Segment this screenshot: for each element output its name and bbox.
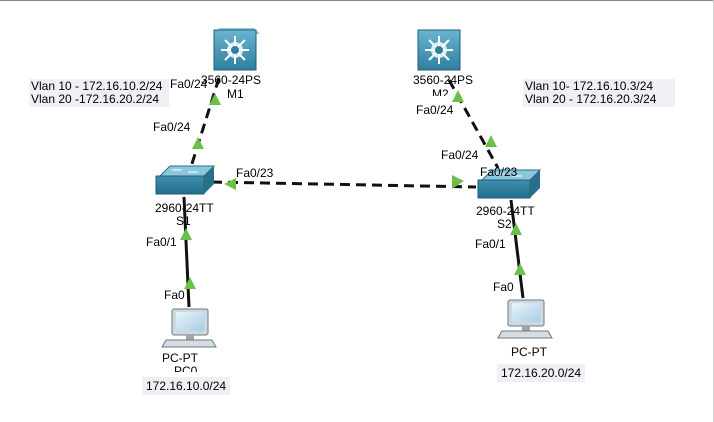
link-light-s1-fa0-1 — [180, 228, 192, 240]
m2-name-label: M2 — [432, 88, 449, 96]
port-label-m2-fa0-24: Fa0/24 — [416, 103, 454, 117]
link-light-s2-fa0-23 — [452, 175, 464, 189]
m1-name-label: M1 — [227, 87, 244, 101]
multilayer-switch-m2-icon[interactable] — [417, 29, 461, 71]
link-s1-s2[interactable] — [211, 180, 477, 189]
pc1-icon[interactable] — [497, 299, 553, 339]
m2-vlan-note: Vlan 10- 172.16.10.3/24 Vlan 20 - 172.16… — [523, 79, 675, 107]
m2-vlan10-text: Vlan 10- 172.16.10.3/24 — [525, 79, 654, 93]
port-label-s2-fa0-24: Fa0/24 — [441, 148, 479, 162]
pc1-model-label: PC-PT — [511, 345, 547, 359]
port-label-pc0-fa0: Fa0 — [164, 288, 185, 302]
pc0-name-label: PC0 — [174, 365, 198, 372]
port-label-s2-fa0-23: Fa0/23 — [480, 165, 518, 179]
subnet-note-left: 172.16.10.0/24 — [142, 377, 231, 395]
m2-model-label: 3560-24PS — [413, 73, 474, 87]
subnet-note-right: 172.16.20.0/24 — [497, 364, 586, 382]
link-m1-s1[interactable] — [188, 77, 221, 171]
m2-vlan20-text: Vlan 20 - 172.16.20.3/24 — [525, 92, 657, 106]
link-light-pc1-fa0 — [514, 263, 526, 275]
m1-model-label: 3560-24PS — [201, 73, 262, 87]
link-light-s2-fa0-24 — [485, 135, 497, 147]
link-light-pc0-fa0 — [184, 277, 196, 289]
port-label-s1-fa0-23: Fa0/23 — [236, 166, 274, 180]
port-label-m1-fa0-24: Fa0/24 — [170, 77, 208, 91]
port-label-s2-fa0-1: Fa0/1 — [475, 237, 506, 251]
s1-name-label: S1 — [176, 214, 191, 228]
port-label-pc1-fa0: Fa0 — [493, 280, 514, 294]
pc0-icon[interactable] — [161, 308, 217, 348]
link-status-lights — [180, 90, 526, 289]
multilayer-switch-m1-icon[interactable] — [213, 28, 260, 71]
link-light-m1-fa0-24 — [209, 93, 221, 105]
switch-s2-icon[interactable] — [477, 169, 542, 199]
m1-vlan-note: Vlan 10 - 172.16.10.2/24 Vlan 20 -172.16… — [29, 79, 169, 107]
switch-s1-icon[interactable] — [155, 165, 216, 195]
link-light-s1-fa0-23 — [224, 178, 236, 190]
pc0-model-label: PC-PT — [162, 351, 198, 365]
link-light-m2-fa0-24 — [452, 90, 464, 102]
m1-vlan10-text: Vlan 10 - 172.16.10.2/24 — [31, 79, 163, 93]
s2-model-label: 2960-24TT — [476, 204, 535, 218]
link-light-s2-fa0-1 — [510, 223, 522, 235]
workspace-top-border — [0, 0, 714, 1]
s1-model-label: 2960-24TT — [155, 201, 214, 215]
s2-name-label: S2 — [497, 217, 512, 231]
port-label-s1-fa0-24: Fa0/24 — [153, 120, 191, 134]
link-s2-pc1[interactable] — [509, 199, 525, 299]
port-label-s1-fa0-1: Fa0/1 — [146, 235, 177, 249]
m1-vlan20-text: Vlan 20 -172.16.20.2/24 — [31, 92, 160, 106]
link-light-s1-fa0-24 — [192, 137, 204, 149]
